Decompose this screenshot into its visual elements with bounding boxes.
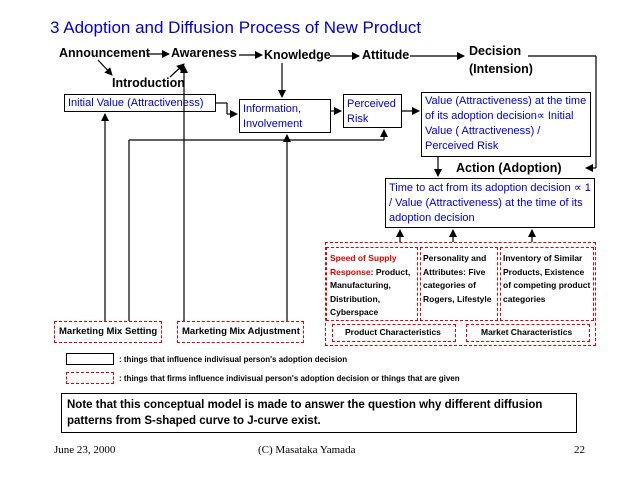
stage-awareness: Awareness (171, 46, 237, 60)
value-at-decision-text: Value (Attractiveness) at the time of it… (425, 95, 587, 152)
legend-dashed-swatch (66, 372, 114, 384)
stage-action: Action (Adoption) (456, 161, 562, 175)
stage-introduction: Introduction (112, 76, 185, 90)
footer-date: June 23, 2000 (54, 444, 116, 456)
note-text: Note that this conceptual model is made … (67, 399, 543, 427)
stage-decision: Decision (469, 44, 522, 58)
arrow-introduction-awareness (169, 63, 185, 78)
page-title: 3 Adoption and Diffusion Process of New … (50, 18, 422, 37)
stage-knowledge: Knowledge (264, 48, 331, 62)
marketing-mix-adjustment-label: Marketing Mix Adjustment (182, 326, 300, 337)
value-at-decision-box: Value (Attractiveness) at the time of it… (421, 92, 591, 157)
personality-box (420, 247, 498, 321)
footer-page: 22 (574, 444, 585, 456)
footer-author: (C) Masataka Yamada (258, 444, 356, 456)
perceived-risk-text: Perceived Risk (347, 98, 396, 125)
characteristics-group (325, 242, 596, 346)
marketing-mix-setting-label: Marketing Mix Setting (59, 326, 158, 337)
initial-value-box: Initial Value (Attractiveness) (64, 94, 216, 112)
information-box: Information, Involvement (239, 99, 331, 133)
inventory-box (500, 247, 594, 321)
legend-solid-text: : things that influence indivisual perso… (119, 355, 348, 364)
stage-announcement: Announcement (59, 46, 150, 60)
arrow-announcement-introduction (97, 59, 113, 76)
information-text: Information, Involvement (243, 103, 303, 130)
marketing-mix-setting-box: Marketing Mix Setting (54, 321, 162, 343)
legend-dashed-text: : things that firms influence indivisual… (119, 374, 460, 383)
initial-value-text: Initial Value (Attractiveness) (68, 97, 204, 109)
market-characteristics-label: Market Characteristics (481, 327, 573, 337)
note-box: Note that this conceptual model is made … (61, 393, 577, 433)
inventory-text: Inventory of Similar Products, Existence… (503, 253, 591, 304)
time-to-act-text: Time to act from its adoption decision ∝… (389, 182, 591, 224)
personality-text: Personality and Attributes: Five categor… (423, 253, 492, 304)
product-characteristics-label: Product Characteristics (345, 327, 441, 337)
time-to-act-box: Time to act from its adoption decision ∝… (385, 178, 595, 228)
marketing-mix-adjustment-box: Marketing Mix Adjustment (177, 321, 304, 343)
perceived-risk-box: Perceived Risk (343, 94, 402, 128)
speed-of-supply-highlight: Speed of Supply Response (330, 253, 397, 277)
legend-solid-swatch (66, 353, 114, 365)
market-characteristics-box: Market Characteristics (466, 324, 590, 342)
stage-attitude: Attitude (362, 48, 410, 62)
product-characteristics-box: Product Characteristics (332, 324, 456, 342)
speed-of-supply-box (326, 247, 418, 321)
speed-of-supply-text: Speed of Supply Response: Product, Manuf… (330, 252, 418, 320)
stage-intension: (Intension) (469, 62, 533, 76)
speed-of-supply-detail: : Product, Manufacturing, Distribution, … (330, 266, 411, 318)
